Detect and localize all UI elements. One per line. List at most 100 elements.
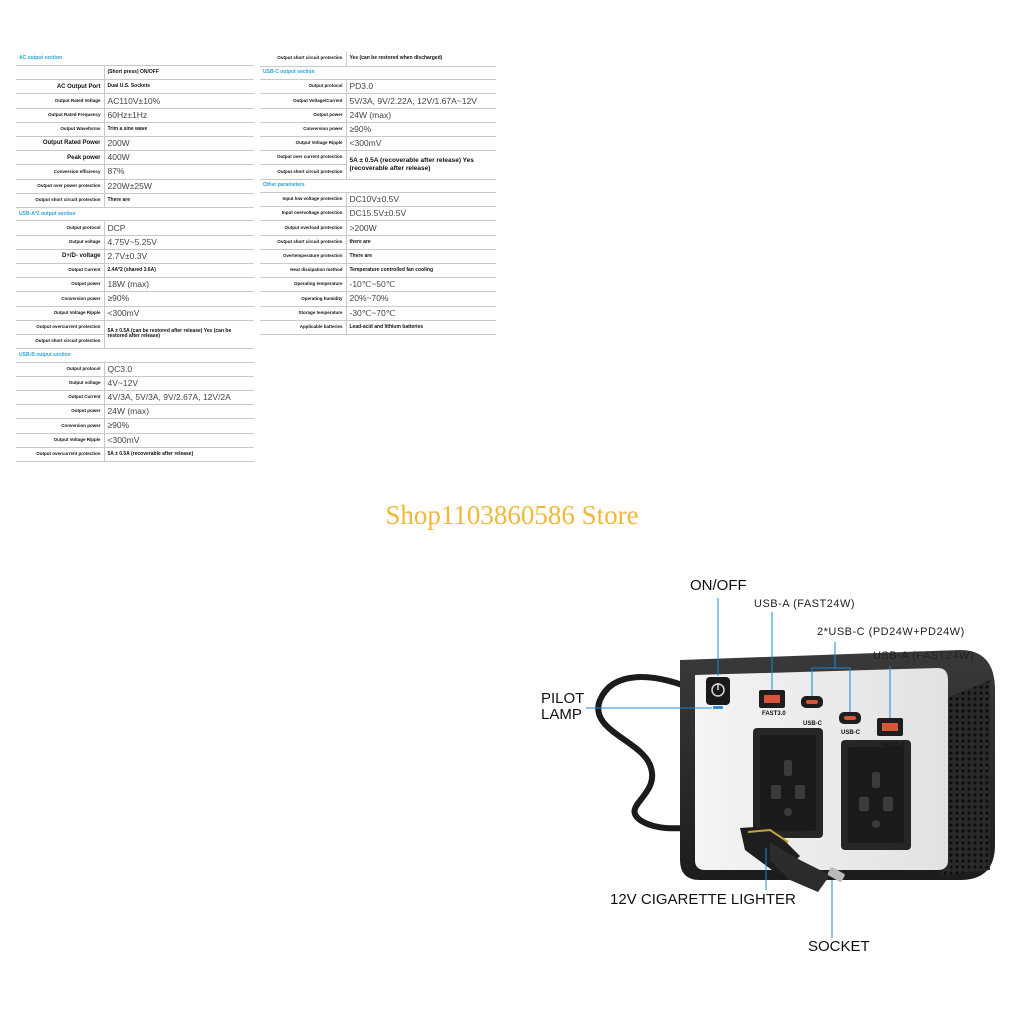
spec-key: AC Output Port: [16, 79, 105, 95]
power-cable: [595, 674, 748, 838]
callout-socket: SOCKET: [808, 938, 870, 955]
spec-row: Storage temperature-30℃~70℃: [260, 306, 496, 321]
spec-value: 4.75V~5.25V: [104, 235, 254, 250]
spec-value: there are: [346, 235, 496, 250]
spec-row: Output Voltage Ripple<300mV: [16, 433, 254, 448]
spec-key: Output overcurrent protection: [16, 320, 105, 335]
section-title: AC output section: [16, 52, 254, 66]
section-header: Other parameters: [260, 179, 496, 193]
spec-key: Output power: [16, 404, 105, 420]
spec-value: AC110V±10%: [104, 93, 254, 109]
spec-key: Output power: [16, 277, 105, 293]
device-label-fast-right: FAST3.0: [881, 743, 905, 749]
spec-key: Output Rated Voltage: [16, 93, 105, 109]
spec-key: Output Current: [16, 390, 105, 406]
spec-key: Output Waveforms: [16, 122, 105, 137]
spec-value: 5A ± 0.5A (can be restored after release…: [104, 320, 254, 350]
spec-row: Output Voltage Ripple<300mV: [260, 136, 496, 152]
spec-key: Output voltage: [16, 376, 105, 391]
device-label-usbc-left: USB-C: [803, 721, 822, 727]
callout-usb-a-left: USB-A (FAST24W): [754, 598, 856, 610]
spec-key: Conversion efficiency: [16, 164, 105, 180]
callout-onoff: ON/OFF: [690, 577, 747, 594]
spec-key: Heat dissipation method: [260, 263, 347, 279]
spec-key: Output overload protection: [260, 220, 347, 236]
spec-key: Output overcurrent protection: [16, 447, 105, 462]
spec-value: 24W (max): [346, 108, 496, 123]
spec-key: Output protocol: [16, 362, 105, 377]
spec-key: Operating humidity: [260, 291, 347, 307]
spec-value: Lead-acid and lithium batteries: [346, 320, 496, 335]
spec-value: PD3.0: [346, 79, 496, 95]
spec-key: Operating temperature: [260, 277, 347, 293]
spec-value: Trim a sine wave: [104, 122, 254, 137]
spec-value: DCP: [104, 220, 254, 236]
spec-value: <300mV: [104, 433, 254, 448]
spec-key: Output short circuit protection: [260, 235, 347, 250]
device-label-fast-left: FAST3.0: [762, 711, 786, 717]
spec-row: Output short circuit protection: [260, 164, 496, 180]
spec-key: Output Voltage Ripple: [16, 433, 105, 448]
leader-lines: [586, 598, 891, 938]
spec-key: Applicable batteries: [260, 320, 347, 335]
callout-lamp: LAMP: [541, 706, 582, 723]
spec-value: 2.7V±0.3V: [104, 249, 254, 264]
spec-value: -30℃~70℃: [346, 306, 496, 321]
power-button: [706, 677, 730, 705]
callout-usb-a-right: USB-A (FAST24W): [873, 650, 975, 662]
spec-value: There are: [104, 193, 254, 208]
spec-value: Yes (can be restored when discharged): [346, 52, 496, 67]
spec-value: 4V/3A, 5V/3A, 9V/2.67A, 12V/2A: [104, 390, 254, 406]
spec-value: >200W: [346, 220, 496, 236]
spec-key: Output power: [260, 108, 347, 123]
section-title: USB-C output section: [260, 66, 496, 81]
spec-value: 87%: [104, 164, 254, 180]
spec-value: QC3.0: [104, 362, 254, 377]
spec-row: Conversion power≥90%: [260, 122, 496, 137]
spec-key: Output short circuit protection: [16, 334, 105, 350]
spec-value: 5A ± 0.5A (recoverable after release): [104, 447, 254, 462]
cigarette-lighter-plug: [740, 826, 845, 892]
spec-value: DC10V±0.5V: [346, 192, 496, 208]
callout-pilot: PILOT: [541, 690, 585, 707]
vent-grille: [942, 680, 990, 875]
spec-key: Output short circuit protection: [260, 164, 347, 180]
spec-key: Output short circuit protection: [260, 52, 347, 67]
callout-usb-c: 2*USB-C (PD24W+PD24W): [817, 626, 965, 638]
spec-row: (Short press) ON/OFF: [16, 65, 254, 81]
section-title: USB-A*2 output section: [16, 207, 254, 222]
section-title: Other parameters: [260, 179, 496, 193]
spec-value: ≥90%: [104, 291, 254, 307]
spec-key: Peak power: [16, 150, 105, 166]
spec-key: Output Voltage Ripple: [16, 306, 105, 321]
spec-key: Output over current protection: [260, 150, 347, 166]
spec-value: Dual U.S. Sockets: [104, 79, 254, 95]
spec-key: Output over power protection: [16, 179, 105, 194]
store-name: Shop1103860586 Store: [385, 500, 639, 530]
spec-value: There are: [346, 249, 496, 264]
